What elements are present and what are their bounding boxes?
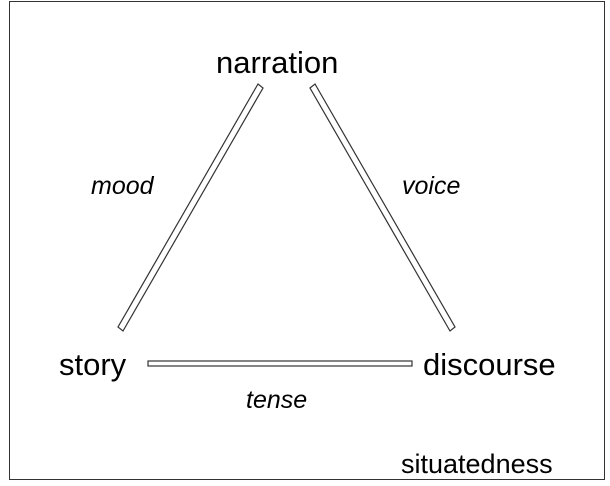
edge-narration-story (117, 83, 264, 332)
node-story: story (59, 347, 127, 382)
edge-narration-discourse (309, 83, 456, 332)
context-situatedness: situatedness (401, 449, 553, 479)
edge-story-discourse (147, 360, 413, 367)
relation-voice: voice (402, 172, 461, 200)
relation-mood: mood (91, 172, 154, 200)
situatedness-frame (9, 1, 605, 480)
relation-tense: tense (246, 386, 308, 414)
node-narration: narration (216, 45, 339, 80)
node-discourse: discourse (423, 347, 556, 382)
